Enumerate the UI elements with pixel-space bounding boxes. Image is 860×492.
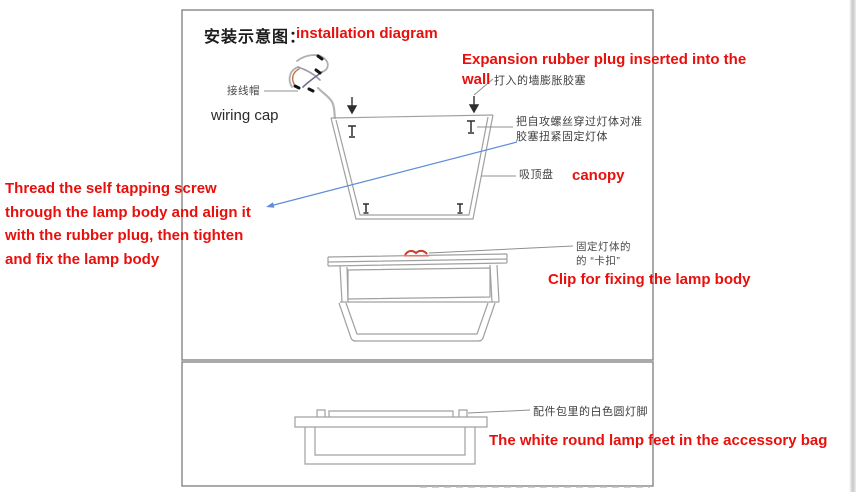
lamp-feet-outline (294, 409, 488, 465)
callout-lines (264, 78, 574, 414)
left-foot (316, 409, 326, 417)
top-panel-border (181, 9, 654, 361)
canopy-outline (330, 114, 494, 220)
wiring-cap-label-en: wiring cap (211, 107, 279, 124)
expansion-note-line2: wall (462, 71, 491, 88)
page-title-en: installation diagram (296, 25, 438, 42)
wall-plug-label-cn: 打入的墙膨胀胶塞 (494, 75, 586, 87)
note-line-1: Thread the self tapping screw (5, 180, 217, 197)
canopy-label-cn: 吸顶盘 (519, 169, 554, 181)
bottom-panel-border (181, 361, 654, 487)
canopy-label-en: canopy (572, 167, 625, 184)
screw-icon (348, 120, 475, 214)
screw-label-cn-2: 胶塞扭紧固定灯体 (516, 131, 608, 143)
expansion-note-line1: Expansion rubber plug inserted into the (462, 51, 747, 68)
blue-connector-line (266, 141, 518, 208)
panel-borders (181, 9, 654, 487)
feet-label-cn: 配件包里的白色圆灯脚 (533, 406, 648, 418)
page-edge-shadow (849, 0, 856, 492)
right-foot (458, 409, 468, 417)
feet-label-en: The white round lamp feet in the accesso… (489, 432, 828, 449)
fixing-clip-icon (404, 249, 429, 257)
tapping-screw-note: Thread the self tapping screw through th… (5, 177, 251, 271)
wiring-cap-knot (288, 54, 337, 120)
note-line-4: and fix the lamp body (5, 250, 160, 268)
feet-label-pointer (467, 409, 531, 414)
screw-label-cn-1: 把自攻螺丝穿过灯体对准 (516, 116, 643, 128)
note-line-2: through the lamp body and align it (5, 203, 251, 221)
wiring-cap-label-cn: 接线帽 (227, 85, 260, 97)
note-line-3: with the rubber plug, then tighten (5, 227, 244, 244)
down-arrow-icon (346, 96, 480, 115)
clip-label-en: Clip for fixing the lamp body (548, 271, 751, 288)
clip-label-cn-1: 固定灯体的 (576, 241, 631, 253)
page-title-cn: 安装示意图： (204, 29, 307, 46)
lamp-body-outline (327, 253, 508, 342)
clip-label-cn-2: 的 “卡扣” (576, 255, 621, 267)
wall-plug-pointer (473, 78, 494, 96)
clip-label-pointer (428, 245, 574, 254)
expansion-note: Expansion rubber plug inserted into the … (462, 50, 746, 90)
